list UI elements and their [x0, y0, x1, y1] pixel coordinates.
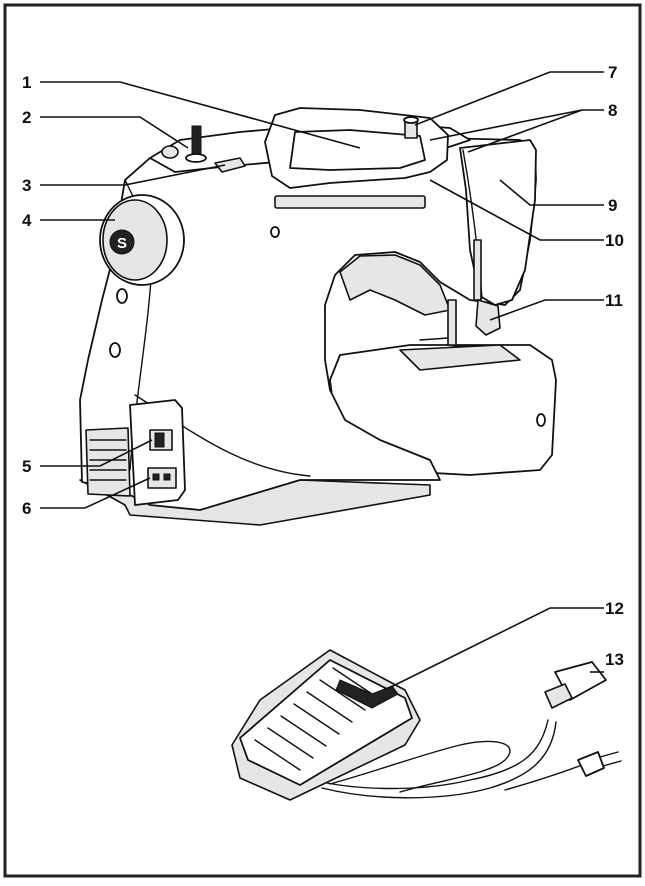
power-switch-rocker: [154, 432, 165, 448]
mains-plug-pin: [602, 760, 622, 767]
callout-labels: 1 2 3 4 5 6 7 8 9 10 11 12 13: [22, 63, 624, 669]
callout-3: 3: [22, 176, 31, 195]
pedal-top: [239, 659, 413, 786]
pedal-grip-lines: [254, 667, 379, 771]
callout-10: 10: [605, 231, 624, 250]
body-screw: [109, 342, 121, 358]
carrying-handle: [264, 107, 449, 189]
callout-9: 9: [608, 196, 617, 215]
handwheel: [102, 199, 168, 281]
callout-2: 2: [22, 108, 31, 127]
callout-13: 13: [605, 650, 624, 669]
power-cord: [321, 719, 549, 790]
callout-5: 5: [22, 457, 31, 476]
socket-pin: [163, 473, 171, 481]
callout-6: 6: [22, 499, 31, 518]
body-screw: [270, 226, 280, 238]
cord-loop: [329, 740, 511, 793]
presser-lever: [419, 337, 449, 341]
body-screw: [536, 413, 546, 427]
power-cord: [321, 721, 557, 799]
body-screw: [116, 288, 128, 304]
mains-plug: [577, 751, 605, 777]
power-socket: [147, 467, 177, 489]
needle-clamp: [475, 299, 501, 336]
mains-plug-pin: [599, 751, 619, 758]
socket-pin: [152, 473, 160, 481]
needle-bar: [473, 239, 482, 301]
callout-7: 7: [608, 63, 617, 82]
handwheel-logo: [109, 229, 135, 255]
leader-lines: [40, 71, 604, 691]
pedal-chevron: [335, 679, 399, 709]
brand-mark: S: [117, 235, 127, 252]
thread-guide: [214, 157, 246, 173]
spool-pin-base: [185, 153, 207, 163]
needle-plate: [399, 344, 521, 371]
page-border: [3, 3, 642, 878]
presser-bar: [447, 299, 457, 346]
foot-controller: [231, 649, 622, 801]
sewing-machine: S: [79, 107, 557, 526]
tension-knob-top: [403, 116, 419, 124]
bobbin-winder: [161, 145, 179, 159]
callout-8: 8: [608, 101, 617, 120]
callout-12: 12: [605, 599, 624, 618]
callout-4: 4: [22, 211, 32, 230]
plug-strain-relief: [544, 683, 573, 709]
handle-slot: [274, 195, 426, 209]
callout-11: 11: [605, 291, 623, 310]
side-panel: [129, 399, 186, 506]
callout-1: 1: [22, 73, 31, 92]
